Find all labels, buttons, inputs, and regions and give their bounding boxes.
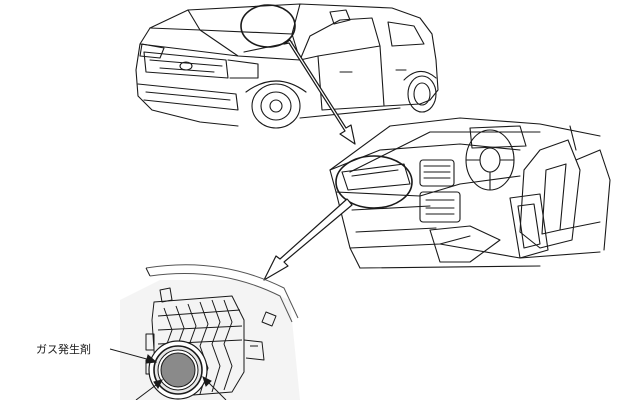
gas-generator-label: ガス発生剤	[36, 343, 91, 356]
car-illustration	[135, 3, 439, 129]
dashboard-illustration	[329, 117, 611, 269]
airbag-inflator-illustration	[120, 264, 300, 400]
arrow-dashboard-to-inflator	[263, 198, 353, 281]
callout-circle-car	[240, 4, 296, 48]
callout-circle-dashboard	[335, 155, 413, 209]
leader-lines	[109, 348, 227, 400]
gas-generator-propellant	[160, 352, 196, 388]
arrow-car-to-dashboard	[283, 39, 356, 145]
